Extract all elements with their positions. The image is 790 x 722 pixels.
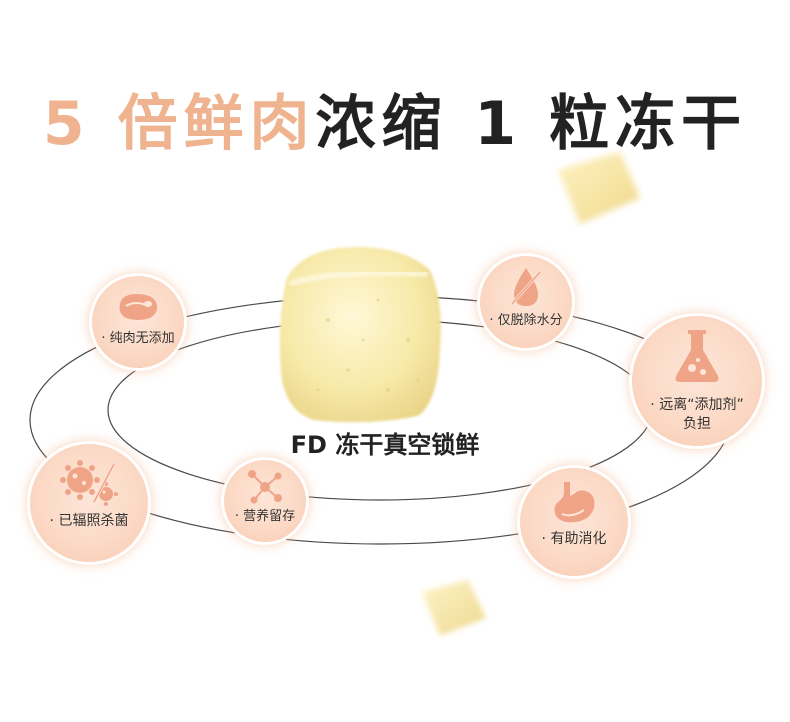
freeze-dried-cube-top — [558, 152, 640, 224]
badge-no-additives-label-line2: 负担 — [683, 416, 711, 432]
meat-steak-icon — [119, 294, 158, 320]
badge-water-removal-label: · 仅脱除水分 — [489, 313, 563, 328]
headline-accent: 5 倍鲜肉 — [42, 89, 316, 159]
headline-main: 浓缩 1 粒冻干 — [315, 89, 748, 159]
badge-digestion: · 有助消化 — [520, 468, 628, 576]
badge-pure-meat: · 纯肉无添加 — [92, 276, 184, 368]
badge-nutrition: · 营养留存 — [224, 460, 306, 542]
badge-digestion-label: · 有助消化 — [541, 531, 607, 547]
flask-icon — [675, 330, 719, 382]
stomach-icon — [554, 482, 595, 523]
badge-no-additives: · 远离“添加剂” 负担 — [632, 316, 762, 446]
freeze-dried-cube-bottom — [422, 580, 486, 636]
badge-pure-meat-label: · 纯肉无添加 — [101, 331, 175, 346]
badge-nutrition-label: · 营养留存 — [234, 509, 296, 524]
freeze-dried-cube-main — [279, 246, 441, 423]
badge-sterilization: · 已辐照杀菌 — [30, 444, 148, 562]
badge-sterilization-label: · 已辐照杀菌 — [49, 513, 129, 529]
center-label: FD 冻干真空锁鲜 — [290, 431, 480, 459]
bacteria-crossed-icon — [60, 460, 118, 506]
badge-water-removal: · 仅脱除水分 — [480, 256, 572, 348]
molecule-icon — [248, 470, 282, 504]
badge-no-additives-label-line1: · 远离“添加剂” — [650, 397, 744, 413]
water-drop-crossed-icon — [510, 268, 542, 306]
headline: 5 倍鲜肉浓缩 1 粒冻干 — [0, 86, 790, 162]
